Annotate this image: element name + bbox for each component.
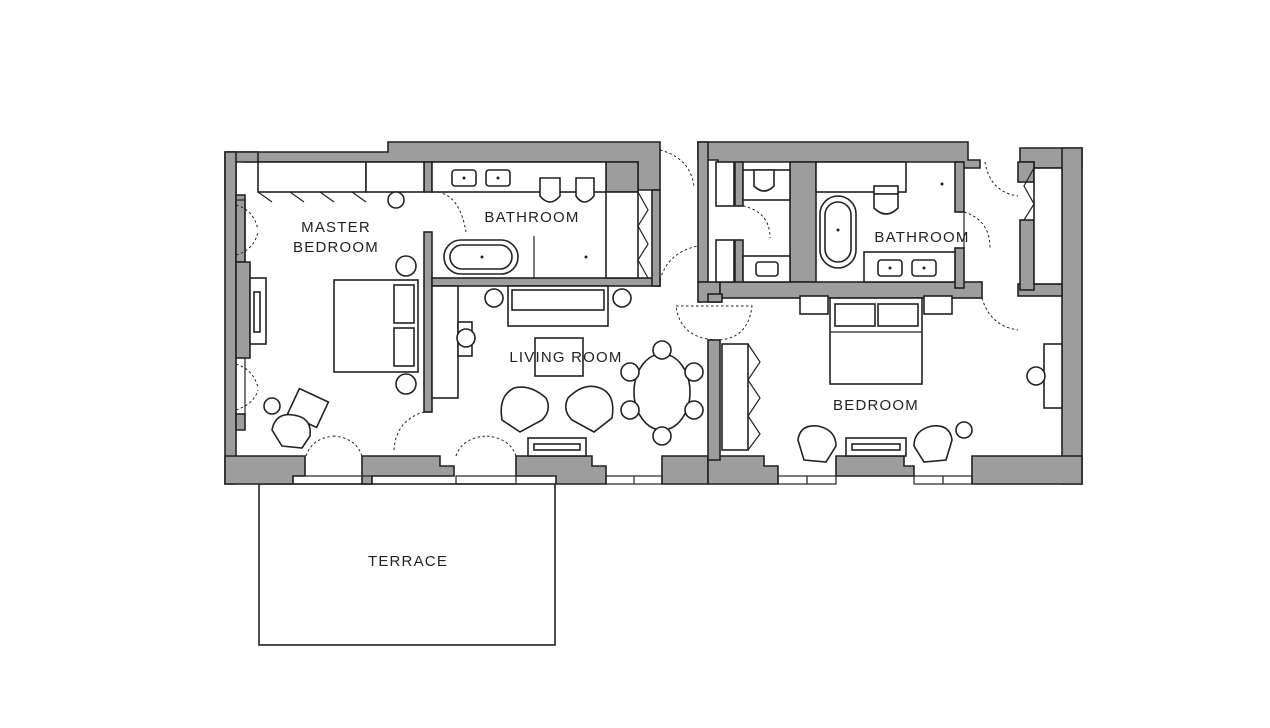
right-bathroom-fixtures <box>815 161 1063 285</box>
master-bedroom-label-line2: BEDROOM <box>293 239 379 256</box>
bedroom-furniture <box>721 295 1063 463</box>
bathroom-right-label: BATHROOM <box>874 229 969 246</box>
master-bedroom-label-line1: MASTER <box>301 219 371 236</box>
bedroom-label: BEDROOM <box>833 397 919 414</box>
living-room-furniture <box>431 285 704 457</box>
terrace-label: TERRACE <box>368 553 448 570</box>
wc-fixtures <box>715 161 791 283</box>
windows <box>235 199 973 485</box>
master-bedroom-furniture <box>249 161 425 449</box>
left-bathroom-fixtures <box>431 161 649 279</box>
terrace-outline <box>258 483 556 646</box>
door-swings <box>235 149 1019 457</box>
bathroom-left-label: BATHROOM <box>484 209 579 226</box>
living-room-label: LIVING ROOM <box>509 349 622 366</box>
exterior-walls <box>224 141 1083 485</box>
